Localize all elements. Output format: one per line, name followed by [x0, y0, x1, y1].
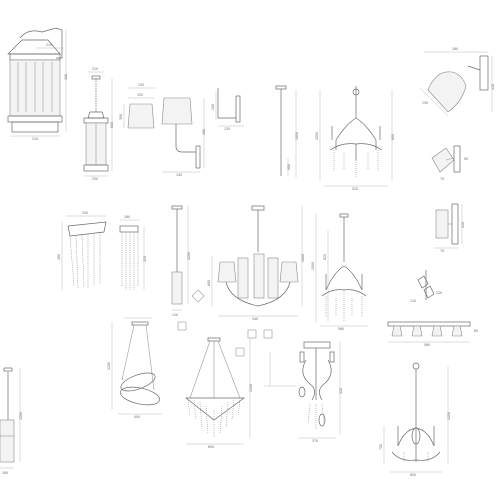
- dim-width: 340: [82, 211, 88, 215]
- dim-height: 400: [64, 74, 68, 80]
- dim-depth: 210: [92, 67, 98, 71]
- dim-height: 300: [119, 114, 123, 120]
- dim-width: 250: [92, 177, 98, 181]
- dim-height: 1200: [107, 362, 111, 370]
- outdoor-lantern-wall-drawing: 400 210 215: [7, 27, 68, 141]
- dim-depth: 230: [138, 83, 144, 87]
- dim-height: 200: [211, 104, 215, 110]
- dim-drop: 400: [287, 164, 291, 170]
- dim-height: 1200: [187, 252, 191, 260]
- dim-height: 90: [464, 157, 468, 161]
- dim-width: 540: [252, 317, 258, 321]
- dim-width: 560: [338, 327, 344, 331]
- dim-height: 600: [207, 280, 211, 286]
- ring-pendant-drawing: 400 1200: [107, 317, 162, 419]
- wall-bracket-simple-drawing: 130 200: [211, 88, 244, 131]
- dim-height: 190: [202, 129, 206, 135]
- dim-width: 220: [436, 291, 442, 295]
- dim-width: 400: [134, 415, 140, 419]
- dim-width: 180: [452, 47, 458, 51]
- dim-height: 320: [143, 256, 147, 262]
- crystal-wall-sconce-b-drawing: 180 320: [119, 215, 147, 290]
- spotlight-small-drawing: 70 90: [431, 145, 468, 181]
- dim-width: 140: [176, 173, 182, 177]
- crystal-chandelier-mid-drawing: 560 1000 620: [311, 213, 368, 331]
- dim-height: 1200: [249, 384, 253, 392]
- dim-height: 1000: [311, 262, 315, 270]
- dim-width: 600: [208, 445, 214, 449]
- dim-width: 130: [224, 127, 230, 131]
- dim-depth: 150: [422, 101, 428, 105]
- ceiling-rod-drawing: 1000 400: [275, 85, 299, 178]
- pendant-cylinder-tall-drawing: 1200 120: [171, 205, 205, 331]
- dim-height: 1100: [447, 412, 451, 420]
- dim-height: 110: [410, 299, 416, 303]
- dim-width: 70: [440, 249, 444, 253]
- wall-sconce-shade-drawing: 155 300 230: [119, 83, 156, 129]
- spotlight-wall-angled-drawing: 180 110 150: [419, 47, 495, 117]
- outdoor-lantern-pendant-drawing: 250 800 210: [83, 67, 114, 181]
- dim-width: 650: [410, 473, 416, 477]
- spotlight-cylinder-drawing: 70 120: [434, 203, 465, 253]
- dim-width: 370: [312, 439, 318, 443]
- dim-width: 120: [172, 313, 178, 317]
- crystal-wall-sconce-a-drawing: 340 280: [57, 211, 107, 290]
- dim-width: 155: [137, 93, 143, 97]
- chandelier-shades-drawing: 540 600 1000: [207, 205, 305, 339]
- dim-width: 560: [424, 343, 430, 347]
- dim-height: 280: [57, 254, 61, 260]
- candle-chandelier-drawing: 650 1100 700: [379, 362, 451, 477]
- dim-width: 520: [352, 187, 358, 191]
- dim-drop: 620: [323, 254, 327, 260]
- dim-width: 160: [2, 471, 8, 475]
- crystal-fringe-pendant-drawing: 600 1200: [184, 337, 253, 449]
- dim-height: 600: [391, 134, 395, 140]
- track-spots-drawing: 220 110: [410, 270, 442, 303]
- crystal-chandelier-top-drawing: 520 600 1000: [315, 86, 395, 191]
- dim-height: 520: [339, 388, 343, 394]
- dim-width: 70: [440, 177, 444, 181]
- dim-depth: 215: [46, 43, 52, 47]
- dim-total: 1000: [315, 132, 319, 140]
- dim-total: 1000: [301, 254, 305, 262]
- wall-sconce-bracket-drawing: 140 190: [161, 97, 206, 177]
- dim-drop: 700: [379, 444, 383, 450]
- dim-length: 1000: [295, 132, 299, 140]
- dim-height: 120: [461, 222, 465, 228]
- pendant-cylinder-small-drawing: 1500 160: [0, 367, 23, 475]
- dim-width: 180: [124, 215, 130, 219]
- dim-width: 210: [32, 137, 38, 141]
- dim-height: 800: [110, 122, 114, 128]
- dim-height: 110: [491, 84, 495, 90]
- dim-height: 65: [474, 329, 478, 333]
- track-spots-bar-drawing: 560 65: [387, 321, 478, 347]
- dim-height: 1500: [19, 412, 23, 420]
- ornate-candle-sconce-drawing: 370 520: [264, 341, 343, 443]
